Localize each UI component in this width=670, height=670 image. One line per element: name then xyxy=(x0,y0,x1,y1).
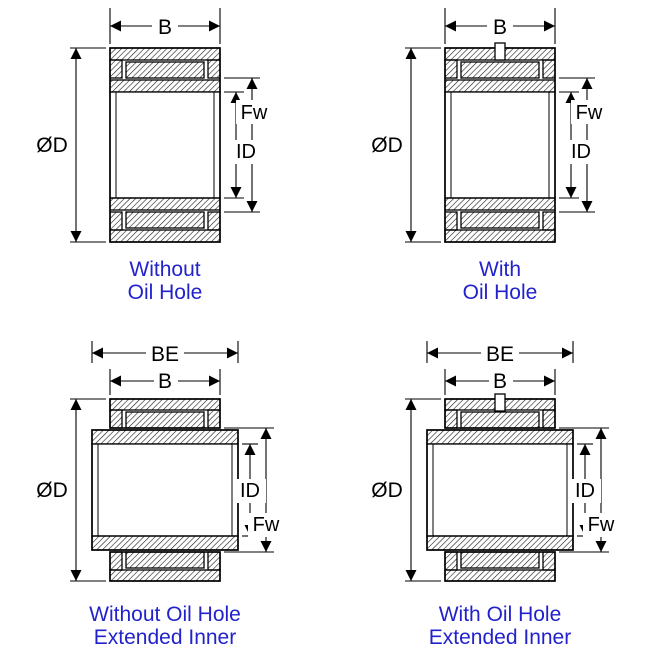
oil-hole xyxy=(494,42,506,61)
diagram-with-oil-hole: B ØD Fw ID With Oil Hole xyxy=(371,0,670,304)
bearing-cross-section xyxy=(444,47,556,243)
dim-label-od: ØD xyxy=(371,134,403,157)
dim-label-be: BE xyxy=(486,343,514,366)
dim-label-od: ØD xyxy=(36,479,68,502)
bearing-cross-section xyxy=(91,398,239,582)
dim-label-b: B xyxy=(158,370,172,393)
dim-label-be: BE xyxy=(151,343,179,366)
bearing-cross-section xyxy=(109,47,221,243)
dim-label-od: ØD xyxy=(371,479,403,502)
diagram-without-oil-hole-extended: BE B ØD ID Fw Without Oil Hole Extended … xyxy=(36,335,335,649)
caption-line2: Oil Hole xyxy=(463,281,538,304)
dim-label-id: ID xyxy=(240,480,260,502)
dim-label-id: ID xyxy=(236,141,256,163)
bearing-cross-section xyxy=(426,398,574,582)
dim-label-fw: Fw xyxy=(241,102,268,124)
caption-line2: Extended Inner xyxy=(429,626,571,649)
dim-label-od: ØD xyxy=(36,134,68,157)
dim-label-fw: Fw xyxy=(253,514,280,536)
dim-label-fw: Fw xyxy=(588,514,615,536)
dim-label-fw: Fw xyxy=(576,102,603,124)
caption-line2: Oil Hole xyxy=(128,281,203,304)
dim-label-b: B xyxy=(493,370,507,393)
caption-line2: Extended Inner xyxy=(94,626,236,649)
dim-label-id: ID xyxy=(575,480,595,502)
dim-label-b: B xyxy=(158,16,172,39)
caption-line1: Without xyxy=(129,258,200,281)
caption-line1: With Oil Hole xyxy=(439,603,562,626)
diagram-with-oil-hole-extended: BE B ØD ID Fw With Oil Hole Extended Inn… xyxy=(371,335,670,649)
diagram-without-oil-hole: B ØD Fw ID Without Oil Hole xyxy=(36,0,335,304)
caption-line1: With xyxy=(479,258,521,281)
oil-hole xyxy=(494,393,506,412)
dim-label-id: ID xyxy=(571,141,591,163)
dim-label-b: B xyxy=(493,16,507,39)
caption-line1: Without Oil Hole xyxy=(89,603,241,626)
